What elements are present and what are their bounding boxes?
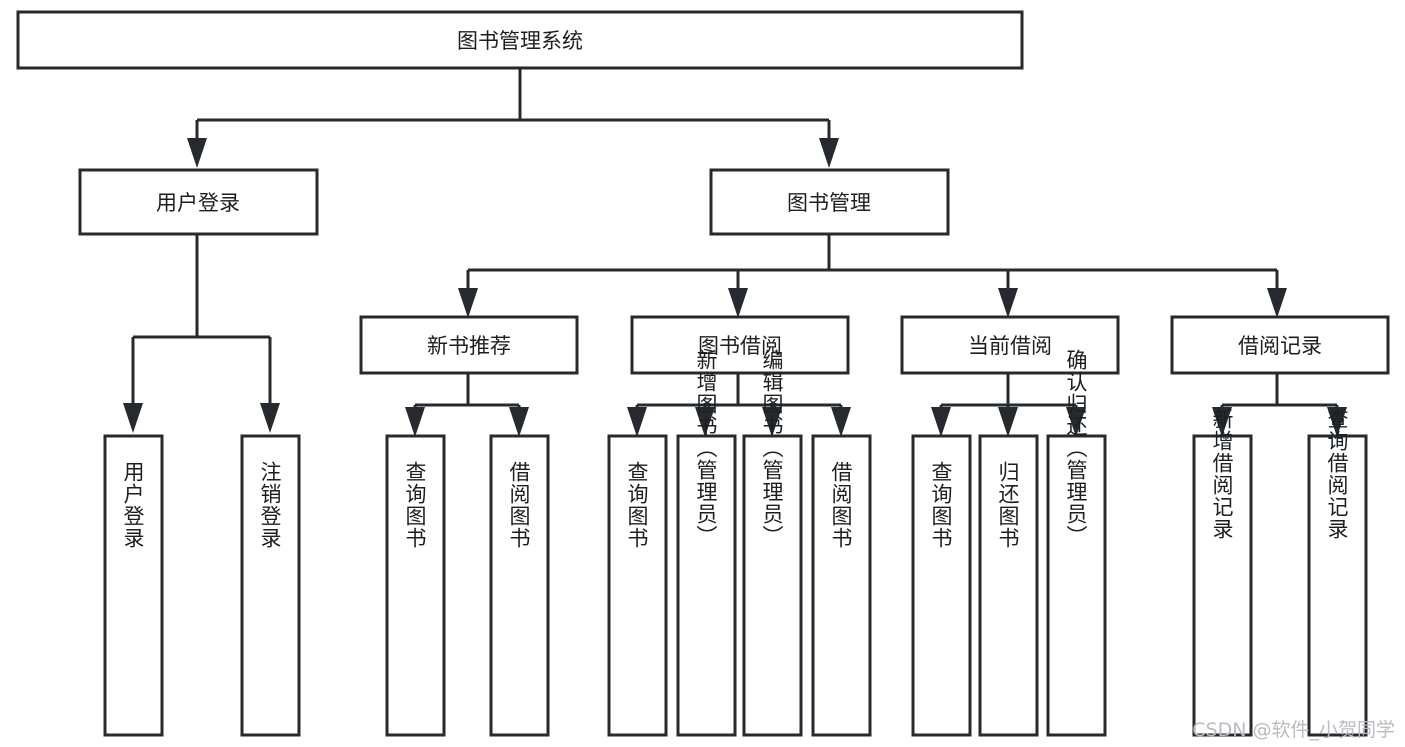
leaf-add-book-admin-box[interactable] [676, 434, 737, 737]
arrow-user-c2-icon [260, 403, 280, 433]
leaf-add-borrow-record[interactable]: 新增借阅记录 [1192, 408, 1253, 737]
connector-group-new-books [405, 373, 529, 437]
connector-group-book-mgmt [458, 234, 1287, 318]
node-borrow-records-label: 借阅记录 [1238, 334, 1322, 358]
node-user-login[interactable]: 用户登录 [78, 168, 319, 236]
leaf-edit-book-admin[interactable]: 编辑图书（管理员） [742, 349, 803, 737]
arrow-borrow-c3-icon [762, 407, 782, 437]
node-book-borrow-label: 图书借阅 [698, 334, 782, 358]
leaf-add-borrow-record-label: 新增借阅记录 [1210, 408, 1234, 540]
arrow-book-c2-icon [728, 288, 748, 318]
node-current-borrow-label: 当前借阅 [968, 334, 1052, 358]
arrow-records-c2-icon [1327, 407, 1347, 437]
connector-group-records [1212, 373, 1347, 437]
arrow-book-c3-icon [998, 288, 1018, 318]
arrow-book-c1-icon [458, 288, 478, 318]
leaf-edit-book-admin-label: 编辑图书（管理员） [760, 349, 784, 547]
arrow-records-c1-icon [1212, 407, 1232, 437]
node-user-login-box[interactable] [78, 168, 319, 236]
connector-group-user-login [123, 234, 280, 433]
leaf-query-book-current[interactable]: 查询图书 [911, 434, 972, 737]
leaf-query-book-borrow[interactable]: 查询图书 [607, 434, 668, 737]
leaf-user-login-label: 用户登录 [121, 461, 145, 549]
node-book-management[interactable]: 图书管理 [709, 168, 950, 236]
node-borrow-records-box[interactable] [1170, 315, 1390, 375]
arrow-newbook-c1-icon [405, 407, 425, 437]
leaf-borrow-book-label: 借阅图书 [829, 461, 853, 549]
node-root-system-box[interactable] [16, 10, 1024, 70]
leaf-user-login-box[interactable] [103, 434, 164, 737]
leaf-borrow-book-newbooks-label: 借阅图书 [507, 461, 531, 549]
arrow-user-c1-icon [123, 403, 143, 433]
arrow-newbook-c2-icon [509, 407, 529, 437]
arrow-borrow-c1-icon [627, 407, 647, 437]
leaf-query-book-current-label: 查询图书 [929, 461, 953, 549]
leaf-logout-box[interactable] [240, 434, 301, 737]
node-user-login-label: 用户登录 [156, 191, 240, 215]
leaf-confirm-return-admin-label: 确认归还（管理员） [1064, 349, 1088, 547]
node-new-book-recommend-box[interactable] [359, 315, 579, 375]
arrow-current-c3-icon [1066, 407, 1086, 437]
arrow-root-to-user-icon [187, 138, 207, 168]
leaf-query-book-current-box[interactable] [911, 434, 972, 737]
leaf-query-borrow-record-box[interactable] [1307, 434, 1368, 737]
leaf-add-book-admin[interactable]: 新增图书（管理员） [676, 349, 737, 737]
connector-group-root [187, 68, 839, 168]
node-current-borrow[interactable]: 当前借阅 [900, 315, 1120, 375]
leaf-query-book-newbooks[interactable]: 查询图书 [385, 434, 446, 737]
leaf-user-login[interactable]: 用户登录 [103, 434, 164, 737]
leaf-confirm-return-admin[interactable]: 确认归还（管理员） [1046, 349, 1107, 737]
leaf-borrow-book-box[interactable] [811, 434, 872, 737]
leaf-query-book-borrow-box[interactable] [607, 434, 668, 737]
connector-group-current [931, 373, 1086, 437]
arrow-borrow-c4-icon [831, 407, 851, 437]
connector-group-borrow [627, 373, 851, 437]
node-book-borrow-box[interactable] [630, 315, 850, 375]
leaf-query-borrow-record[interactable]: 查询借阅记录 [1307, 408, 1368, 737]
arrow-current-c2-icon [998, 407, 1018, 437]
leaf-query-book-borrow-label: 查询图书 [625, 461, 649, 549]
arrow-root-to-book-icon [819, 138, 839, 168]
leaf-query-book-newbooks-box[interactable] [385, 434, 446, 737]
arrow-book-c4-icon [1267, 288, 1287, 318]
arrow-current-c1-icon [931, 407, 951, 437]
leaf-confirm-return-admin-box[interactable] [1046, 434, 1107, 737]
leaf-add-borrow-record-box[interactable] [1192, 434, 1253, 737]
leaf-return-book[interactable]: 归还图书 [978, 434, 1039, 737]
node-new-book-recommend[interactable]: 新书推荐 [359, 315, 579, 375]
node-book-management-label: 图书管理 [787, 191, 871, 215]
leaf-borrow-book-newbooks[interactable]: 借阅图书 [489, 434, 550, 737]
arrow-borrow-c2-icon [695, 407, 715, 437]
leaf-borrow-book-newbooks-box[interactable] [489, 434, 550, 737]
node-new-book-recommend-label: 新书推荐 [427, 334, 511, 358]
leaf-borrow-book[interactable]: 借阅图书 [811, 434, 872, 737]
node-borrow-records[interactable]: 借阅记录 [1170, 315, 1390, 375]
leaf-query-borrow-record-label: 查询借阅记录 [1325, 408, 1349, 540]
node-book-borrow[interactable]: 图书借阅 [630, 315, 850, 375]
leaf-logout[interactable]: 注销登录 [240, 434, 301, 737]
node-book-management-box[interactable] [709, 168, 950, 236]
node-root-system-label: 图书管理系统 [457, 29, 583, 53]
leaf-return-book-label: 归还图书 [996, 461, 1020, 549]
leaf-return-book-box[interactable] [978, 434, 1039, 737]
node-root-system[interactable]: 图书管理系统 [16, 10, 1024, 70]
leaf-logout-label: 注销登录 [258, 461, 282, 549]
leaf-edit-book-admin-box[interactable] [742, 434, 803, 737]
leaf-query-book-newbooks-label: 查询图书 [403, 461, 427, 549]
leaf-add-book-admin-label: 新增图书（管理员） [694, 349, 718, 547]
node-current-borrow-box[interactable] [900, 315, 1120, 375]
